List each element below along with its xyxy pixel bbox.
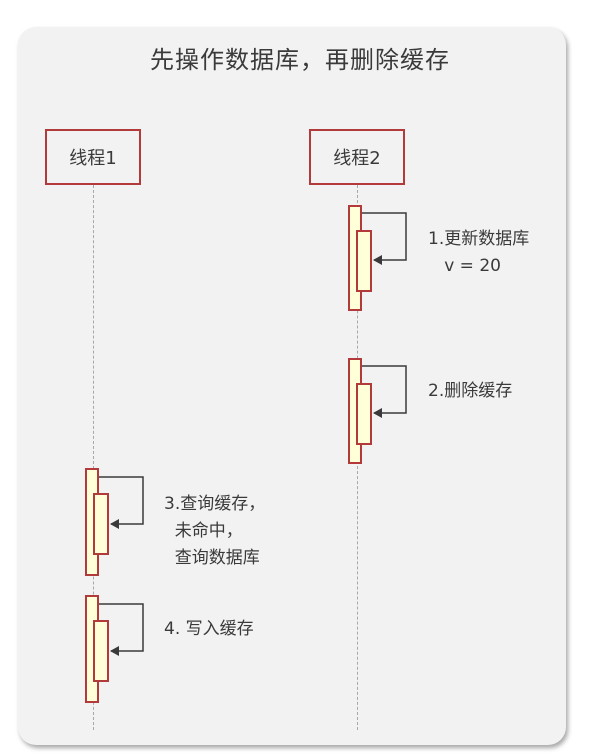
actor-thread-1-label: 线程1	[69, 148, 117, 169]
activation-query-inner	[93, 493, 109, 555]
lifeline-thread-1	[93, 185, 94, 730]
arrow-write-cache	[99, 603, 144, 656]
message-update-db-line2: v = 20	[428, 256, 501, 276]
message-write-cache: 4. 写入缓存	[164, 616, 254, 643]
message-query-line1: 3.查询缓存，	[164, 494, 266, 514]
activation-update-db-inner	[356, 230, 372, 292]
message-delete-cache-label: 2.删除缓存	[428, 381, 513, 401]
message-write-cache-label: 4. 写入缓存	[164, 619, 254, 639]
activation-delete-cache-inner	[356, 383, 372, 445]
arrow-delete-cache	[362, 365, 407, 418]
arrow-query	[99, 476, 144, 529]
activation-write-cache-inner	[93, 620, 109, 682]
message-update-db: 1.更新数据库 v = 20	[428, 226, 529, 280]
message-update-db-line1: 1.更新数据库	[428, 229, 530, 249]
actor-thread-2-label: 线程2	[333, 148, 381, 169]
actor-thread-2: 线程2	[309, 129, 405, 185]
diagram-title: 先操作数据库，再删除缓存	[150, 46, 450, 74]
arrow-update-db	[362, 212, 407, 265]
message-query-line2: 未命中，	[164, 521, 243, 541]
message-query-line3: 查询数据库	[164, 548, 260, 568]
message-query: 3.查询缓存， 未命中， 查询数据库	[164, 491, 265, 572]
actor-thread-1: 线程1	[45, 129, 141, 185]
message-delete-cache: 2.删除缓存	[428, 378, 512, 405]
